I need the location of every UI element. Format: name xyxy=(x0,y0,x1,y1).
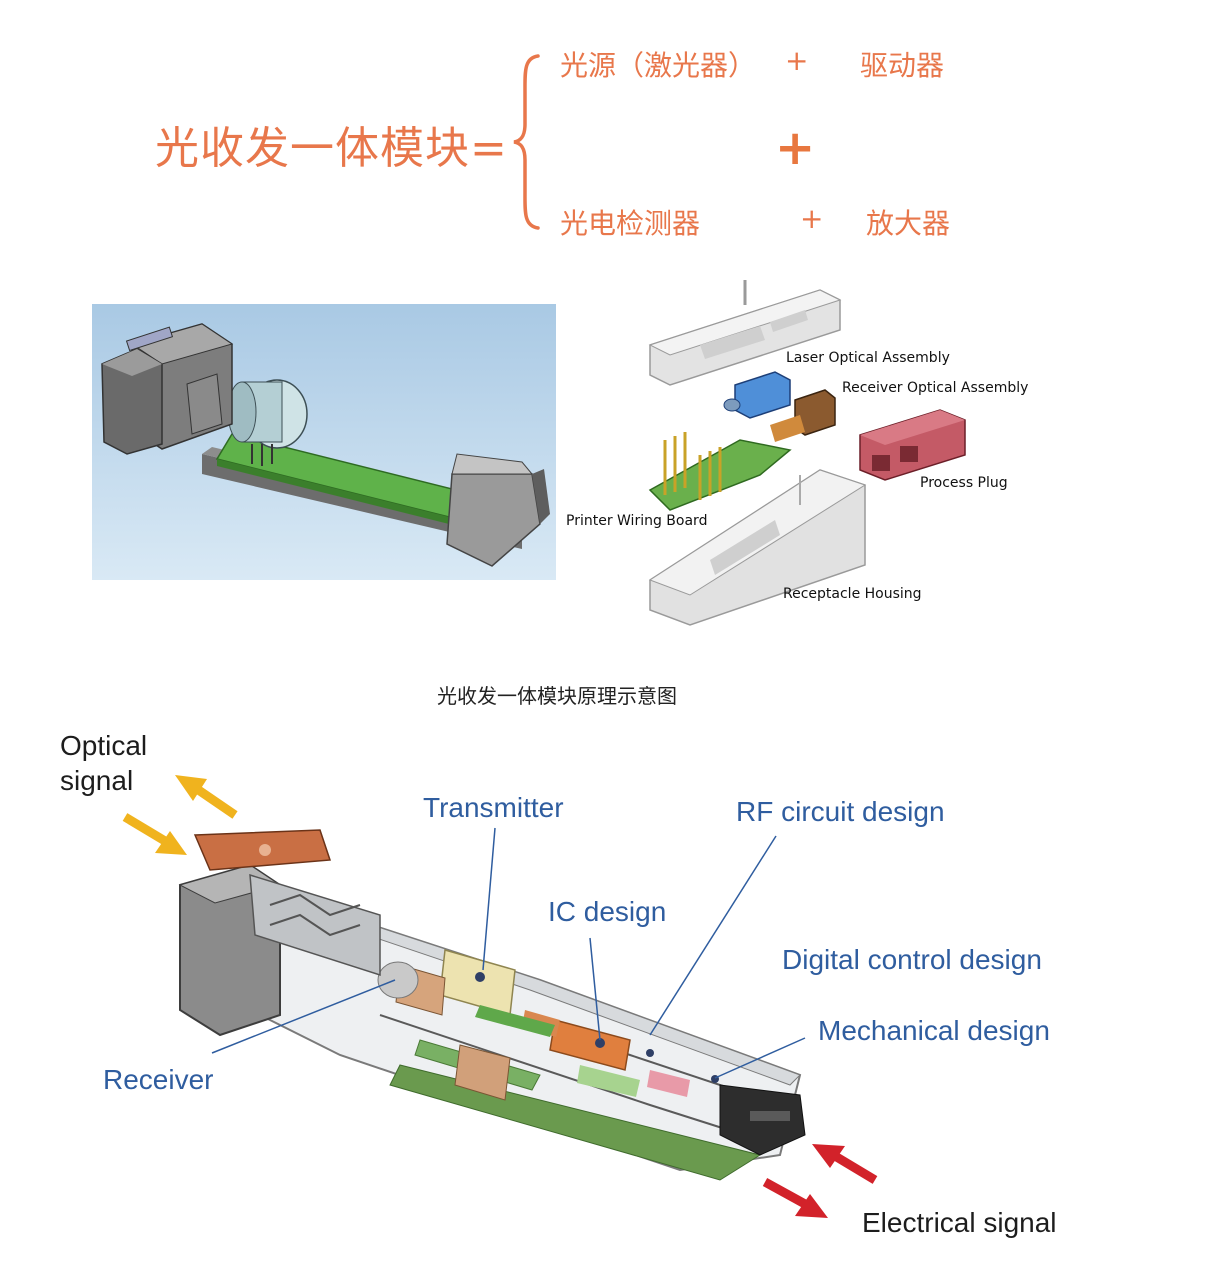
label-transmitter: Transmitter xyxy=(423,792,564,823)
label-laser-assembly: Laser Optical Assembly xyxy=(786,350,950,366)
laser-assembly-shape xyxy=(723,371,791,419)
label-wiring-board: Printer Wiring Board xyxy=(566,513,708,529)
cad-module-render xyxy=(92,304,556,580)
top-cover-shape xyxy=(648,280,842,386)
equation-left: 光收发一体模块= xyxy=(155,123,508,174)
exploded-view xyxy=(648,280,966,626)
electrical-signal-arrows xyxy=(762,1144,878,1218)
eq-bottom-detector: 光电检测器 xyxy=(560,207,701,240)
optical-signal-arrows xyxy=(122,775,238,855)
left-brace xyxy=(513,54,540,230)
label-rf-circuit: RF circuit design xyxy=(736,796,945,827)
eq-bottom-plus: + xyxy=(800,202,824,235)
eq-top-source: 光源（激光器） xyxy=(560,49,757,82)
figure-caption: 光收发一体模块原理示意图 xyxy=(437,684,677,708)
label-digital-control: Digital control design xyxy=(782,944,1042,975)
eq-bottom-amplifier: 放大器 xyxy=(866,207,951,240)
receptacle-housing-shape xyxy=(648,469,867,626)
label-process-plug: Process Plug xyxy=(920,475,1008,491)
eq-top-plus: + xyxy=(785,44,809,77)
wiring-board-shape xyxy=(648,432,792,511)
sfp-module-illustration xyxy=(178,829,806,1181)
label-optical-signal-line2: signal xyxy=(60,765,134,796)
eq-top-driver: 驱动器 xyxy=(860,49,945,82)
receiver-assembly-shape xyxy=(770,389,836,442)
arrow-yellow-in-icon xyxy=(122,813,187,855)
process-plug-shape xyxy=(859,409,966,481)
label-electrical-signal: Electrical signal xyxy=(862,1207,1057,1238)
label-ic-design: IC design xyxy=(548,896,667,927)
label-receptacle-housing: Receptacle Housing xyxy=(783,586,922,602)
arrow-yellow-out-icon xyxy=(175,775,238,819)
label-mechanical: Mechanical design xyxy=(818,1015,1050,1046)
label-optical-signal-line1: Optical xyxy=(60,730,148,761)
arrow-red-in-icon xyxy=(812,1144,878,1184)
arrow-red-out-icon xyxy=(762,1178,828,1218)
eq-middle-plus: + xyxy=(775,120,816,176)
label-receiver: Receiver xyxy=(103,1064,214,1095)
label-receiver-assembly: Receiver Optical Assembly xyxy=(842,380,1029,396)
